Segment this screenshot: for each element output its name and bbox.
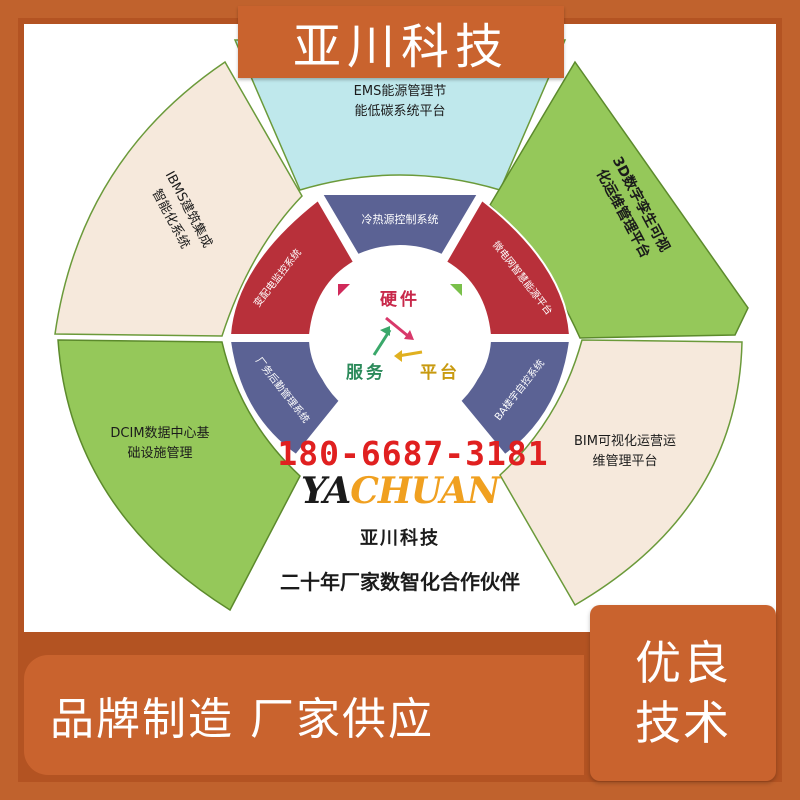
bottom-banner-text: 品牌制造 厂家供应 <box>50 694 434 745</box>
inner-segment-cooling <box>320 193 480 257</box>
logo-latin-b-visual: CHUAN <box>350 470 500 512</box>
logo-latin-a: YA <box>300 470 351 512</box>
corner-mark-green <box>450 284 462 296</box>
inner-segment-factory <box>228 340 344 457</box>
outer-segment-dcim <box>57 339 301 612</box>
arrowhead-yellow <box>394 350 402 362</box>
side-box-line2: 技术 <box>635 696 731 750</box>
logo-chinese: 亚川科技 <box>360 528 440 549</box>
center-circle <box>312 250 488 426</box>
outer-label-ems-2: 能低碳系统平台 <box>354 104 445 119</box>
brand-logo: YACHUAN <box>300 470 500 512</box>
outer-segment-ibms <box>54 60 303 337</box>
inner-segment-ba <box>456 340 572 457</box>
bottom-banner: 品牌制造 厂家供应 <box>24 655 584 775</box>
title-banner: 亚川科技 <box>238 6 564 78</box>
page-title: 亚川科技 <box>292 19 509 75</box>
center-label-platform: 平台 <box>420 362 460 383</box>
outer-label-dcim-1: DCIM数据中心基 <box>110 426 209 441</box>
arrowhead-green <box>380 326 390 336</box>
corner-mark-red <box>338 284 350 296</box>
center-label-hardware: 硬件 <box>380 289 420 310</box>
inner-label-cooling: 冷热源控制系统 <box>362 212 439 226</box>
outer-segment-bim <box>499 339 743 607</box>
outer-label-dcim-2: 础设施管理 <box>127 446 192 461</box>
outer-label-bim-2: 维管理平台 <box>592 454 657 469</box>
phone-number: 180-6687-3181 <box>277 434 549 473</box>
side-box-line1: 优良 <box>635 636 731 690</box>
center-label-service: 服务 <box>346 362 386 383</box>
inner-segment-power <box>228 198 356 336</box>
inner-segment-microgrid <box>444 198 572 336</box>
side-box: 优良 技术 <box>590 605 776 781</box>
tagline: 二十年厂家数智化合作伙伴 <box>280 570 520 594</box>
cycle-arrow-red <box>385 316 409 338</box>
outer-label-bim-1: BIM可视化运营运 <box>574 434 676 449</box>
arrowhead-red <box>404 330 414 340</box>
outer-label-ems-1: EMS能源管理节 <box>354 84 447 99</box>
